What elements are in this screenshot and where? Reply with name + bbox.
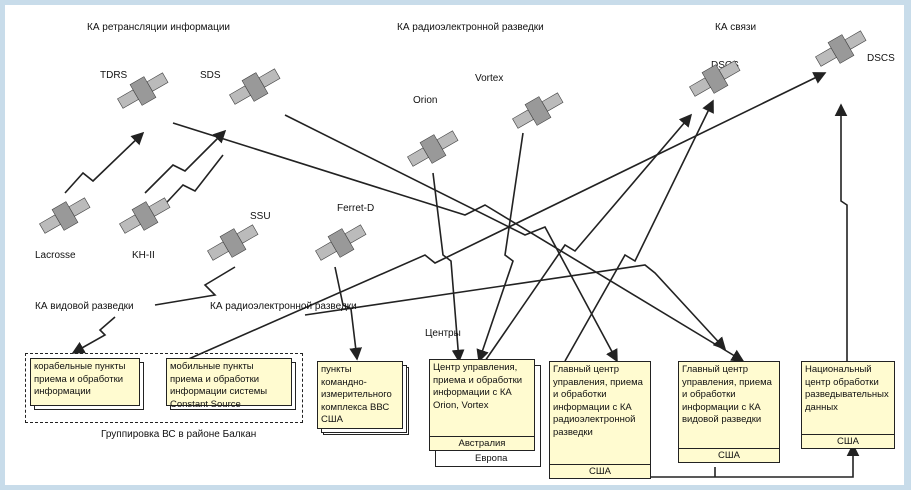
link-center-dscs1 bbox=[564, 99, 714, 362]
sat-label-kh11: KH-II bbox=[132, 250, 155, 261]
link-ssu-ground bbox=[154, 266, 236, 306]
group-centers-title: Центры bbox=[425, 328, 461, 339]
link-lacrosse-tdrs bbox=[64, 131, 145, 194]
box-elint-center-text: Главный центр управления, приема и обраб… bbox=[553, 364, 643, 438]
sat-label-vortex: Vortex bbox=[475, 73, 504, 84]
ferret-satellite-icon bbox=[315, 224, 367, 261]
box-elint-center: Главный центр управления, приема и обраб… bbox=[549, 361, 651, 479]
tdrs-satellite-icon bbox=[117, 72, 169, 109]
box-ship-stations-text: корабельные пункты приема и обработки ин… bbox=[34, 361, 126, 397]
kh11-satellite-icon bbox=[119, 197, 171, 234]
link-sds-elint-center bbox=[284, 114, 618, 363]
group-relay-title: КА ретрансляции информации bbox=[87, 22, 231, 33]
vortex-satellite-icon bbox=[512, 92, 564, 129]
sds-satellite-icon bbox=[229, 68, 281, 105]
box-elint-center-country: США bbox=[549, 464, 651, 479]
link-kh11-sds bbox=[144, 129, 227, 194]
box-imagery-center-country: США bbox=[678, 448, 780, 463]
orion-satellite-icon bbox=[407, 130, 459, 167]
box-afcs-stations-text: пункты командно-измерительного комплекса… bbox=[321, 364, 392, 425]
ssu-satellite-icon bbox=[207, 224, 259, 261]
box-imagery-center: Главный центр управления, приема и обраб… bbox=[678, 361, 780, 463]
link-ferret-afcs bbox=[334, 266, 363, 361]
box-ship-stations: корабельные пункты приема и обработки ин… bbox=[30, 358, 140, 406]
dscs2-satellite-icon bbox=[815, 30, 867, 67]
sat-label-orion: Orion bbox=[413, 95, 438, 106]
sat-label-ssu: SSU bbox=[250, 211, 271, 222]
link-cross bbox=[304, 264, 727, 351]
box-mobile-stations: мобильные пункты приема и обработки инфо… bbox=[166, 358, 292, 410]
link-vortex-center bbox=[476, 132, 524, 363]
connections-layer bbox=[64, 72, 860, 478]
link-national-dscs2 bbox=[834, 103, 848, 365]
link-ground-dscs2 bbox=[174, 72, 827, 366]
box-orion-center-text: Центр управления, приема и обработки инф… bbox=[433, 362, 523, 411]
lacrosse-satellite-icon bbox=[39, 197, 91, 234]
box-orion-europe: Европа bbox=[475, 453, 508, 464]
group-imagery-title: КА видовой разведки bbox=[35, 301, 134, 312]
box-orion-center: Центр управления, приема и обработки инф… bbox=[429, 359, 535, 451]
box-national-center-country: США bbox=[801, 434, 895, 449]
group-elint2-title: КА радиоэлектронной разведки bbox=[210, 301, 357, 312]
box-orion-australia: Австралия bbox=[429, 436, 535, 451]
diagram-frame: КА ретрансляции информации КА радиоэлект… bbox=[5, 5, 904, 485]
box-national-center-text: Национальный центр обработки разведывате… bbox=[805, 364, 889, 413]
sat-label-lacrosse: Lacrosse bbox=[35, 250, 76, 261]
group-comms-title: КА связи bbox=[715, 22, 757, 33]
sat-label-ferret: Ferret-D bbox=[337, 203, 375, 214]
link-sds-kh11 bbox=[154, 154, 224, 216]
group-elint-title: КА радиоэлектронной разведки bbox=[397, 22, 544, 33]
box-mobile-stations-text: мобильные пункты приема и обработки инфо… bbox=[170, 361, 268, 410]
box-national-center: Национальный центр обработки разведывате… bbox=[801, 361, 895, 449]
link-center-dscs1-b bbox=[484, 113, 693, 362]
sat-label-tdrs: TDRS bbox=[100, 70, 128, 81]
sat-label-dscs2: DSCS bbox=[867, 53, 895, 64]
sat-label-sds: SDS bbox=[200, 70, 221, 81]
link-imagery-ship bbox=[71, 316, 116, 354]
dscs1-satellite-icon bbox=[689, 60, 741, 97]
sat-label-dscs1: DSCS bbox=[711, 60, 739, 71]
balkan-group-frame bbox=[25, 353, 303, 423]
box-afcs-stations: пункты командно-измерительного комплекса… bbox=[317, 361, 403, 429]
balkan-group-label: Группировка ВС в районе Балкан bbox=[101, 429, 257, 440]
box-imagery-center-text: Главный центр управления, приема и обраб… bbox=[682, 364, 772, 425]
